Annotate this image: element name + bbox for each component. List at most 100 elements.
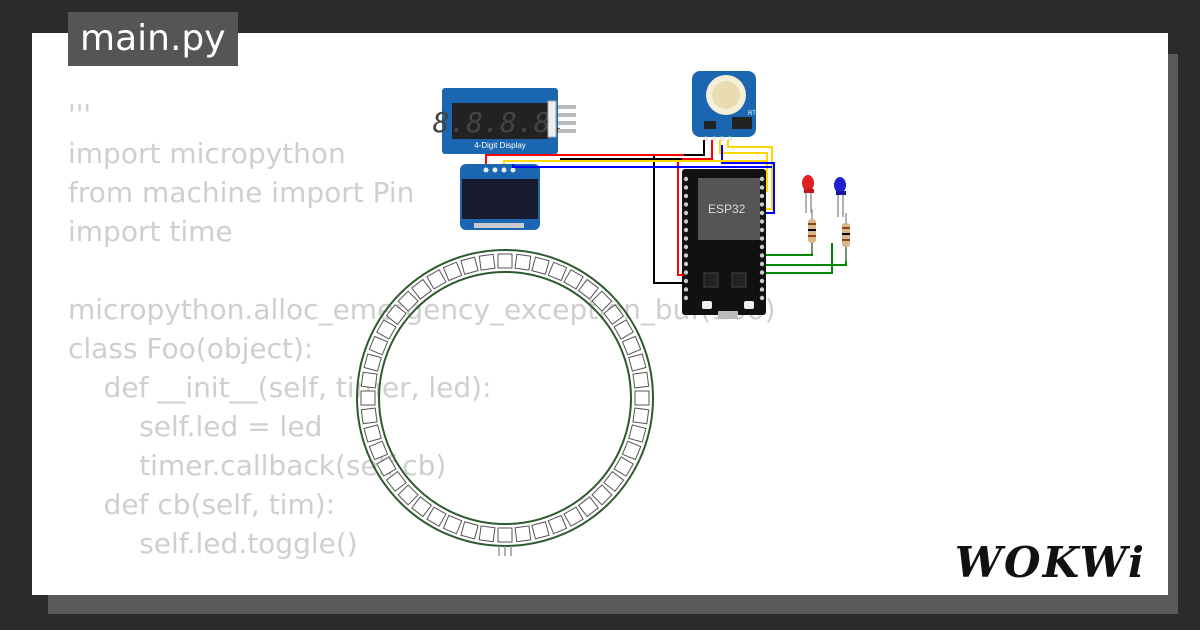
- esp32-pin: [683, 236, 689, 241]
- neopixel-led: [411, 278, 433, 300]
- neopixel-led: [603, 304, 625, 326]
- neopixel-led: [497, 253, 513, 269]
- esp32-pin: [683, 193, 689, 199]
- esp32-pin: [683, 244, 689, 250]
- neopixel-led: [460, 521, 479, 540]
- code-line: def __init__(self, timer, led):: [68, 371, 492, 404]
- neopixel-led: [563, 506, 584, 527]
- neopixel-led: [442, 261, 463, 282]
- neopixel-ring[interactable]: [356, 249, 654, 556]
- esp32-pin: [683, 202, 689, 207]
- neopixel-led: [368, 440, 389, 461]
- esp32-pin: [759, 261, 765, 267]
- oled-display[interactable]: [460, 164, 540, 230]
- esp32-board[interactable]: ESP32: [682, 169, 766, 319]
- neopixel-led: [547, 261, 568, 282]
- code-line: def cb(self, tim):: [68, 488, 336, 521]
- neopixel-led: [591, 290, 613, 312]
- neopixel-led: [385, 470, 407, 492]
- seven-segment-display[interactable]: 8.8.8.8. 4-Digit Display: [433, 88, 576, 154]
- neopixel-led: [360, 407, 378, 425]
- esp32-pin: [759, 219, 765, 224]
- esp32-pin: [759, 236, 765, 241]
- neopixel-led: [547, 514, 568, 535]
- esp32-pin: [683, 219, 689, 224]
- display-label: 4-Digit Display: [474, 141, 526, 150]
- neopixel-led: [613, 319, 634, 340]
- rtc-module[interactable]: RTC: [692, 71, 761, 142]
- code-line: ''': [68, 98, 92, 131]
- esp32-pin: [759, 295, 765, 301]
- esp32-pin: [683, 261, 689, 267]
- rtc-label: RTC: [748, 111, 761, 117]
- code-line: from machine import Pin: [68, 176, 415, 209]
- neopixel-led: [632, 371, 650, 389]
- code-line: import time: [68, 215, 233, 248]
- neopixel-led: [577, 496, 599, 518]
- circuit-diagram: 8.8.8.8. 4-Digit Display RTC: [356, 71, 850, 556]
- esp32-pin: [759, 185, 765, 190]
- neopixel-led: [376, 456, 397, 477]
- esp32-pin: [683, 278, 689, 284]
- neopixel-led: [514, 525, 532, 543]
- simulator-card: ''' import micropython from machine import…: [32, 33, 1168, 595]
- esp32-pin: [759, 210, 765, 216]
- code-line: class Foo(object):: [68, 332, 314, 365]
- neopixel-led: [478, 253, 496, 271]
- esp32-pin: [683, 287, 689, 292]
- neopixel-led: [442, 514, 463, 535]
- esp32-pin: [683, 210, 689, 216]
- esp32-pin: [683, 227, 689, 233]
- neopixel-led: [478, 525, 496, 543]
- wokwi-logo: WOKWi: [954, 538, 1146, 587]
- resistor-2[interactable]: [842, 213, 850, 261]
- neopixel-led: [531, 521, 550, 540]
- neopixel-led: [628, 424, 647, 443]
- neopixel-led: [385, 304, 407, 326]
- esp32-pin: [683, 270, 689, 275]
- code-line: self.led = led: [68, 410, 323, 443]
- esp32-pin: [759, 244, 765, 250]
- esp32-pin: [683, 176, 689, 182]
- file-tab-title[interactable]: main.py: [68, 12, 238, 66]
- neopixel-led: [426, 269, 447, 290]
- wire-group: [485, 140, 847, 284]
- led-blue[interactable]: [834, 177, 846, 217]
- neopixel-led: [628, 353, 647, 372]
- neopixel-led: [577, 278, 599, 300]
- neopixel-led: [368, 335, 389, 356]
- esp32-pin: [759, 202, 765, 207]
- neopixel-led: [376, 319, 397, 340]
- neopixel-led: [426, 506, 447, 527]
- neopixel-led: [621, 440, 642, 461]
- esp32-pin: [683, 185, 689, 190]
- neopixel-led: [497, 527, 513, 543]
- neopixel-led: [360, 390, 376, 406]
- neopixel-led: [363, 353, 382, 372]
- esp32-pin: [759, 253, 765, 258]
- esp32-pin: [683, 295, 689, 301]
- resistor-1[interactable]: [808, 209, 816, 253]
- neopixel-led: [460, 256, 479, 275]
- neopixel-led: [621, 335, 642, 356]
- esp32-pin: [759, 176, 765, 182]
- esp32-pin: [683, 253, 689, 258]
- led-red[interactable]: [802, 175, 814, 213]
- neopixel-led: [563, 269, 584, 290]
- esp32-pin-headers: [683, 176, 765, 301]
- esp32-pin: [759, 193, 765, 199]
- neopixel-led: [397, 290, 419, 312]
- code-line: import micropython: [68, 137, 346, 170]
- neopixel-led: [634, 390, 650, 406]
- esp32-label: ESP32: [708, 202, 746, 216]
- code-line: self.led.toggle(): [68, 527, 358, 560]
- neopixel-led: [591, 484, 613, 506]
- neopixel-led: [411, 496, 433, 518]
- neopixel-led: [514, 253, 532, 271]
- neopixel-led: [363, 424, 382, 443]
- esp32-pin: [759, 278, 765, 284]
- neopixel-led: [360, 371, 378, 389]
- esp32-pin: [759, 227, 765, 233]
- neopixel-led: [397, 484, 419, 506]
- neopixel-led: [613, 456, 634, 477]
